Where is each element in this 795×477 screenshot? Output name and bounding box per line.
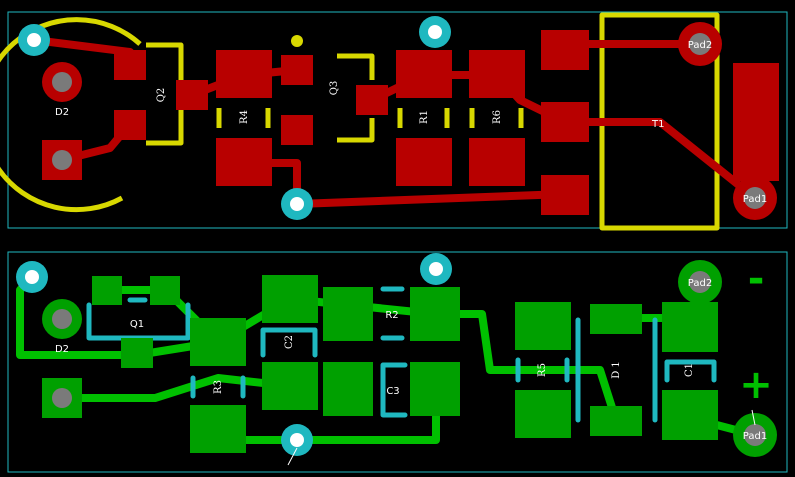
label-q3: Q3 — [329, 81, 340, 96]
c1-outline — [664, 359, 717, 383]
top-board-outline — [7, 11, 788, 229]
c2-pad-1 — [262, 275, 318, 323]
q1-pad-1 — [92, 276, 122, 305]
label-t1: T1 — [651, 119, 664, 130]
c3-outline — [380, 362, 408, 418]
label-pad2-top: Pad2 — [688, 40, 712, 51]
d2-outline-arc — [0, 17, 142, 213]
q3-pad-2 — [281, 115, 313, 145]
pad2-top-drill — [689, 33, 711, 55]
c3-pad-2 — [410, 362, 460, 416]
pad1-top-drill — [744, 187, 766, 209]
label-r4: R4 — [239, 110, 250, 124]
top-board: D2 Q2 R4 Q3 R1 R6 T1 Pad2 Pad1 — [0, 11, 788, 231]
label-pad2-bottom: Pad2 — [688, 278, 712, 289]
plus-sign: + — [739, 362, 773, 408]
r2-pad-2 — [410, 287, 460, 341]
top-pads — [42, 22, 779, 220]
label-c2: C2 — [284, 335, 295, 349]
trace-d2pad-r3 — [58, 374, 294, 402]
q3-pin1-marker — [291, 35, 303, 47]
q3-pad-1 — [281, 55, 313, 85]
c1-pad-1 — [662, 302, 718, 352]
bottom-pads — [42, 260, 777, 457]
r6-pad-1 — [469, 50, 525, 98]
q2-pad-2 — [114, 110, 146, 140]
r5-pad-2 — [515, 390, 571, 438]
d2-drill-round — [52, 72, 72, 92]
top-drills — [52, 33, 766, 209]
r2-pad-1 — [323, 287, 373, 341]
r1-pad-2 — [396, 138, 452, 186]
c1-pad-2 — [662, 390, 718, 440]
pad1-bottom-drill — [744, 424, 766, 446]
label-d2-bottom: D2 — [55, 344, 69, 355]
bottom-vias — [16, 253, 452, 456]
r1-pad-1 — [396, 50, 452, 98]
label-d1: D 1 — [611, 361, 622, 379]
t1-pad-2 — [541, 102, 589, 142]
via-bottom-3-hole — [290, 433, 304, 447]
d2-bottom-drill-square — [52, 388, 72, 408]
q3-outline — [337, 53, 375, 143]
via-top-3-hole — [290, 197, 304, 211]
pad1-leader — [751, 409, 756, 426]
bottom-drills — [52, 271, 766, 446]
pad2-bottom-drill — [689, 271, 711, 293]
q1-pad-3 — [121, 338, 153, 368]
label-r2: R2 — [385, 310, 398, 321]
label-pad1-bottom: Pad1 — [743, 431, 767, 442]
via-bottom-1-hole — [25, 270, 39, 284]
r6-pad-2 — [469, 138, 525, 186]
q1-pad-2 — [150, 276, 180, 305]
label-pad1-top: Pad1 — [743, 194, 767, 205]
via-3-leader — [287, 447, 298, 466]
label-c1: C1 — [684, 363, 695, 377]
label-r6: R6 — [492, 110, 503, 124]
d1-pad-2 — [590, 406, 642, 436]
label-r5: R5 — [537, 363, 548, 377]
c2-pad-2 — [262, 362, 318, 410]
c2-outline — [260, 327, 318, 358]
via-top-1-hole — [27, 33, 41, 47]
label-r1: R1 — [419, 110, 430, 124]
q2-pad-1 — [114, 50, 146, 80]
r5-pad-1 — [515, 302, 571, 350]
t1-pad-large — [733, 63, 779, 181]
bottom-board-outline — [7, 251, 788, 473]
t1-pad-1 — [541, 30, 589, 70]
r3-pad-2 — [190, 405, 246, 453]
label-q1: Q1 — [130, 319, 144, 330]
trace-via-t1 — [293, 190, 569, 208]
bottom-board: - + Q1 D2 R3 C2 R2 C3 R5 D 1 C1 Pad2 Pad… — [7, 251, 788, 473]
r4-pad-1 — [216, 50, 272, 98]
label-d2-top: D2 — [55, 107, 69, 118]
d2-bottom-drill-round — [52, 309, 72, 329]
d1-pad-1 — [590, 304, 642, 334]
trace-t1-pad1 — [561, 118, 759, 202]
trace-r5-d1 — [539, 366, 620, 424]
label-r3: R3 — [213, 380, 224, 394]
r4-pad-2 — [216, 138, 272, 186]
q2-pad-3 — [176, 80, 208, 110]
t1-pad-3 — [541, 175, 589, 215]
r3-pad-1 — [190, 318, 246, 366]
c3-pad-1 — [323, 362, 373, 416]
d2-drill-square — [52, 150, 72, 170]
top-vias — [18, 16, 451, 220]
via-bottom-2-hole — [429, 262, 443, 276]
via-top-2-hole — [428, 25, 442, 39]
q3-pad-3 — [356, 85, 388, 115]
label-q2: Q2 — [156, 88, 167, 103]
minus-sign: - — [748, 256, 765, 302]
label-c3: C3 — [386, 386, 399, 397]
